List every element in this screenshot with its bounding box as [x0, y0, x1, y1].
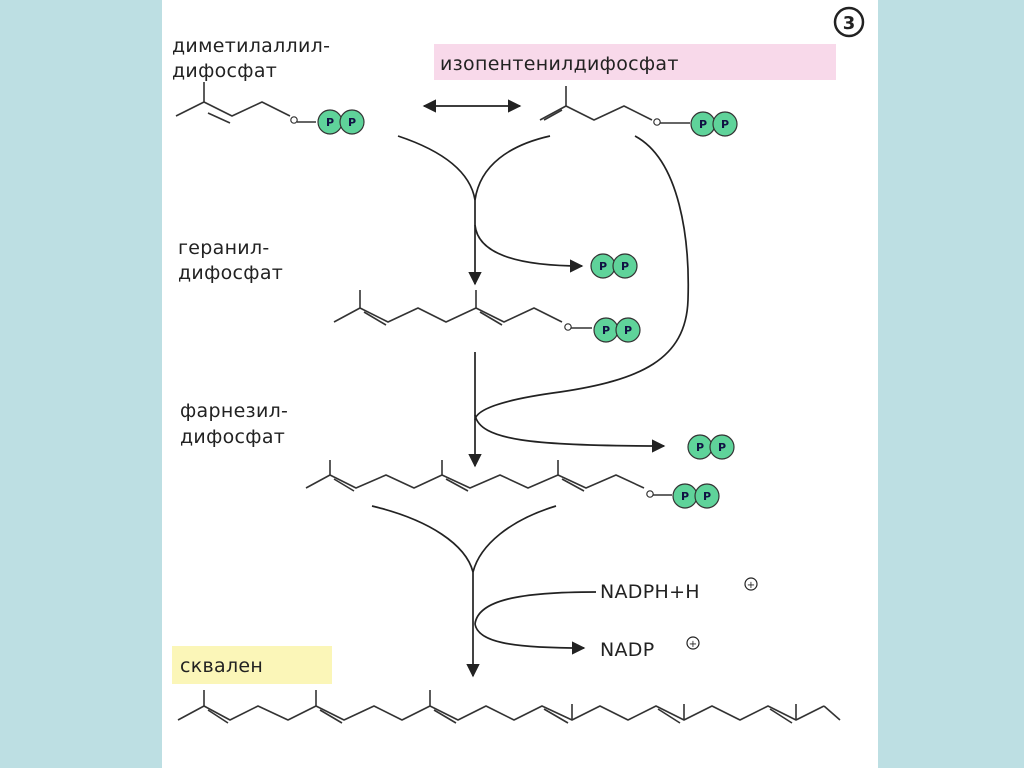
dmapp-molecule	[175, 82, 316, 124]
nadp-charge: +	[686, 636, 700, 650]
label-gpp-line2: дифосфат	[178, 262, 283, 284]
gpp-pp-release-arrow	[474, 224, 584, 273]
svg-text:P: P	[721, 118, 729, 131]
ipp-phosphates: P P	[690, 111, 738, 137]
label-nadph: NADPH+H	[600, 581, 700, 603]
gpp-molecule	[333, 290, 592, 331]
label-fpp-line2: дифосфат	[180, 426, 285, 448]
label-fpp-line1: фарнезил-	[180, 400, 288, 422]
diagram-panel	[162, 0, 878, 768]
svg-text:P: P	[602, 324, 610, 337]
svg-text:P: P	[699, 118, 707, 131]
svg-text:P: P	[703, 490, 711, 503]
svg-text:P: P	[681, 490, 689, 503]
nadph-input-curve	[474, 591, 597, 625]
dmapp-to-gpp-curve	[397, 135, 476, 201]
label-ipp: изопентенилдифосфат	[440, 53, 679, 75]
ipp-to-fpp-curve	[474, 135, 690, 421]
svg-text:+: +	[689, 639, 697, 650]
fpp-pp-release-arrow	[474, 414, 666, 453]
ipp-molecule	[539, 86, 690, 126]
fpp-phosphates: P P	[672, 483, 720, 509]
label-nadp: NADP	[600, 639, 655, 661]
svg-text:P: P	[624, 324, 632, 337]
ipp-to-gpp-curve	[474, 135, 551, 201]
dmapp-phosphates: P P	[317, 109, 365, 135]
squalene-highlight	[172, 646, 332, 684]
svg-text:P: P	[621, 260, 629, 273]
panel-number: 3	[843, 13, 856, 34]
svg-text:P: P	[599, 260, 607, 273]
panel-number-badge: 3	[833, 6, 865, 38]
svg-text:P: P	[326, 116, 334, 129]
nadp-output-arrow	[474, 623, 586, 655]
gpp-phosphates: P P	[593, 317, 641, 343]
squalene-molecule	[177, 690, 841, 724]
svg-text:P: P	[696, 441, 704, 454]
label-dmapp-line2: дифосфат	[172, 60, 277, 82]
gpp-released-phosphates: P P	[590, 253, 638, 279]
fpp-dimer-right-curve	[472, 505, 557, 573]
label-squalene: сквален	[180, 655, 263, 677]
fpp-molecule	[305, 460, 672, 498]
svg-text:P: P	[718, 441, 726, 454]
fpp-released-phosphates: P P	[687, 434, 735, 460]
label-gpp-line1: геранил-	[178, 237, 270, 259]
svg-text:+: +	[747, 580, 755, 591]
nadph-charge: +	[744, 577, 758, 591]
label-dmapp-line1: диметилаллил-	[172, 35, 330, 57]
ipp-highlight	[434, 44, 836, 80]
fpp-dimer-left-curve	[371, 505, 474, 573]
svg-text:P: P	[348, 116, 356, 129]
